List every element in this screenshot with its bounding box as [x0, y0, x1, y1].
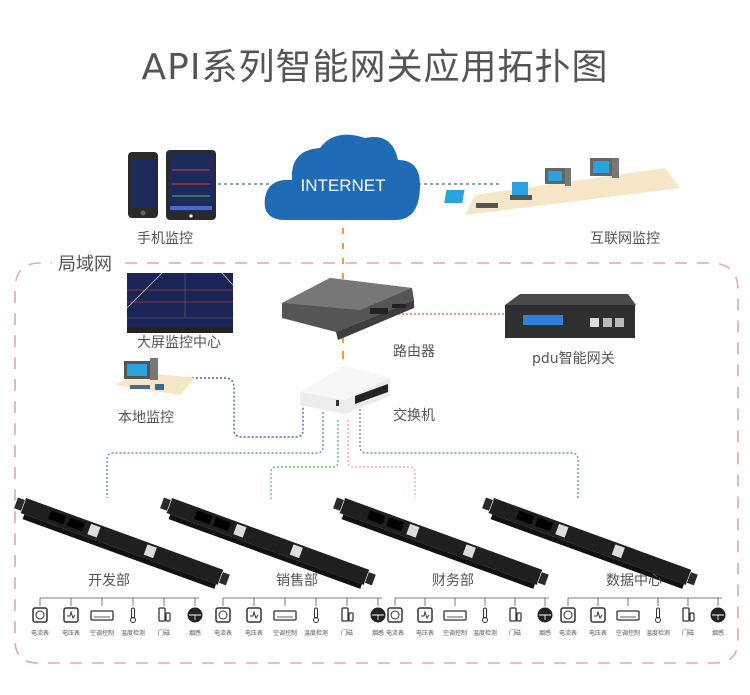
voltmeter-icon: [63, 607, 79, 623]
gateway-icon: [505, 294, 636, 338]
sensor-label: 电压表: [244, 630, 263, 637]
sensor-label: 空调控制: [272, 630, 297, 637]
pdu-strip-4: [481, 496, 699, 589]
sensor-label: 电压表: [61, 630, 80, 637]
link-switch-dept-3: [347, 420, 416, 498]
switch-label: 交换机: [393, 408, 435, 424]
sensor-label: 烟感: [711, 630, 724, 637]
department-label: 销售部: [276, 573, 318, 589]
door-sensor-icon: [158, 607, 171, 622]
link-switch-dept-4: [359, 405, 579, 498]
ammeter-icon: [215, 607, 231, 623]
cloud-label: INTERNET: [301, 176, 386, 195]
internet-monitor-desk: [444, 158, 680, 215]
air-conditioner-icon: [443, 610, 467, 621]
tablet-icon: [166, 150, 216, 220]
sensor-label: 电流表: [30, 630, 49, 637]
sensor-label: 温度检测: [120, 630, 145, 637]
sensor-label: 空调控制: [89, 630, 114, 637]
ammeter-icon: [560, 607, 576, 623]
air-conditioner-icon: [616, 610, 640, 621]
sensor-label: 门磁: [340, 630, 353, 637]
lan-boundary: [14, 262, 739, 664]
mobile-monitor-label: 手机监控: [137, 231, 193, 247]
link-switch-dept-2: [270, 420, 339, 500]
voltmeter-icon: [590, 607, 606, 623]
sensor-label: 电压表: [588, 630, 607, 637]
voltmeter-icon: [246, 607, 262, 623]
sensor-label: 电压表: [415, 630, 434, 637]
switch-icon: [300, 366, 390, 414]
sensor-label: 空调控制: [615, 630, 640, 637]
link-switch-dept-1: [106, 412, 324, 498]
big-screen-icon: [126, 272, 234, 333]
door-sensor-icon: [341, 607, 354, 622]
sensor-label: 空调控制: [442, 630, 467, 637]
thermometer-icon: [313, 607, 319, 623]
smoke-detector-icon: [370, 607, 386, 623]
sensor-label: 烟感: [371, 630, 384, 637]
phone-icon: [128, 152, 158, 218]
sensor-label: 电流表: [385, 630, 404, 637]
thermometer-icon: [482, 607, 488, 623]
sensor-label: 温度检测: [472, 630, 497, 637]
local-monitor-icon: [115, 358, 195, 395]
big-screen-label: 大屏监控中心: [137, 335, 221, 351]
door-sensor-icon: [509, 607, 522, 622]
department-label: 财务部: [432, 573, 474, 589]
sensor-label: 门磁: [157, 630, 170, 637]
sensor-label: 温度检测: [645, 630, 670, 637]
air-conditioner-icon: [273, 610, 297, 621]
sensor-label: 烟感: [188, 630, 201, 637]
internet-monitor-label: 互联网监控: [590, 231, 660, 247]
pdu-strip-3: [332, 496, 550, 589]
ammeter-icon: [387, 607, 403, 623]
page-title: API系列智能网关应用拓扑图: [141, 47, 609, 88]
smoke-detector-icon: [710, 607, 726, 623]
pdu-strip-2: [159, 496, 377, 589]
sensor-label: 门磁: [508, 630, 521, 637]
lan-label: 局域网: [54, 250, 116, 276]
department-label: 数据中心: [606, 573, 662, 589]
sensor-label: 温度检测: [303, 630, 328, 637]
sensor-label: 烟感: [538, 630, 551, 637]
local-monitor-label: 本地监控: [118, 410, 174, 426]
smoke-detector-icon: [537, 607, 553, 623]
router-label: 路由器: [393, 344, 435, 360]
sensor-label: 电流表: [558, 630, 577, 637]
sensor-label: 门磁: [681, 630, 694, 637]
door-sensor-icon: [682, 607, 695, 622]
router-icon: [282, 278, 414, 340]
pdu-strip-1: [13, 496, 231, 589]
ammeter-icon: [32, 607, 48, 623]
air-conditioner-icon: [90, 610, 114, 621]
gateway-label: pdu智能网关: [532, 351, 615, 367]
sensor-label: 电流表: [213, 630, 232, 637]
voltmeter-icon: [417, 607, 433, 623]
smoke-detector-icon: [187, 607, 203, 623]
thermometer-icon: [655, 607, 661, 623]
department-label: 开发部: [88, 573, 130, 589]
thermometer-icon: [130, 607, 136, 623]
internet-cloud: INTERNET: [264, 134, 420, 220]
